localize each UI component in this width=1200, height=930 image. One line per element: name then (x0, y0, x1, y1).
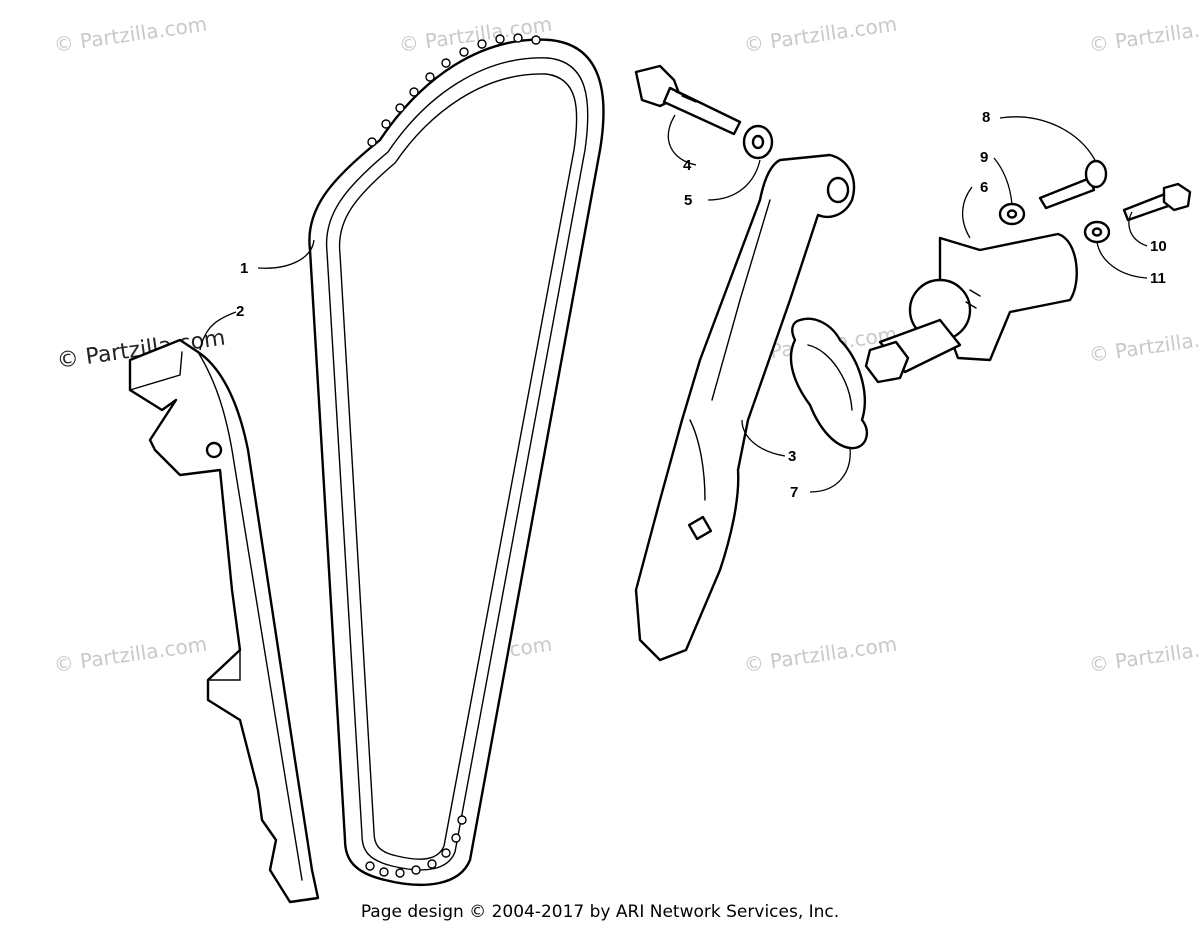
callouts: 1 2 3 4 5 6 7 8 9 10 11 (236, 109, 1167, 501)
chain-tensioner (864, 232, 1078, 384)
page-footer: Page design © 2004-2017 by ARI Network S… (361, 902, 839, 922)
chain-guide (128, 338, 320, 904)
watermark: © Partzilla.com (1087, 12, 1200, 57)
callout-9[interactable]: 9 (980, 149, 988, 166)
tensioner-washer (998, 202, 1026, 226)
callout-1[interactable]: 1 (240, 260, 248, 277)
callout-2[interactable]: 2 (236, 303, 244, 320)
callout-10[interactable]: 10 (1150, 238, 1167, 255)
watermark: © Partzilla.com (52, 12, 208, 57)
tensioner-bolt-washer (1083, 220, 1111, 244)
watermark: © Partzilla.com (742, 12, 898, 57)
watermark: © Partzilla.com (742, 632, 898, 677)
watermark: © Partzilla.com (52, 632, 208, 677)
leader-lines (199, 114, 1148, 493)
tensioner-bolt-long (1038, 159, 1108, 210)
callout-8[interactable]: 8 (982, 109, 990, 126)
watermark: © Partzilla.com (1087, 322, 1200, 367)
callout-3[interactable]: 3 (788, 448, 796, 465)
watermark: © Partzilla.com (1087, 632, 1200, 677)
watermark-grid: © Partzilla.com © Partzilla.com © Partzi… (52, 12, 1200, 677)
callout-6[interactable]: 6 (980, 179, 988, 196)
callout-4[interactable]: 4 (683, 157, 692, 174)
callout-11[interactable]: 11 (1150, 270, 1166, 287)
tensioner-bolt-short (1122, 182, 1192, 222)
pivot-washer (742, 124, 774, 160)
pivot-bolt (634, 64, 742, 136)
cam-chain (308, 33, 605, 886)
callout-7[interactable]: 7 (790, 484, 798, 501)
tensioner-arm (634, 153, 856, 662)
callout-5[interactable]: 5 (684, 192, 692, 209)
